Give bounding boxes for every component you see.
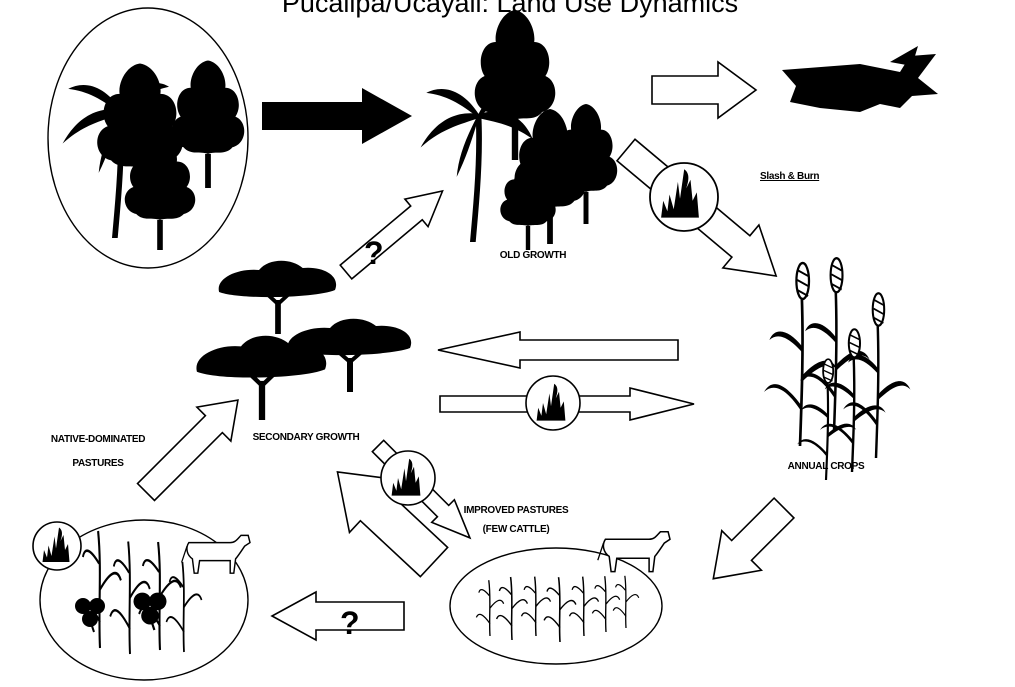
question-mark: ?	[340, 605, 360, 641]
fire-badge	[649, 162, 719, 232]
native-pastures-label-2: PASTURES	[72, 458, 124, 469]
secondary-growth-label: SECONDARY GROWTH	[253, 432, 360, 443]
improved-pastures-label-2: (FEW CATTLE)	[483, 524, 550, 535]
old-growth-node	[420, 10, 618, 250]
acacia-tree-icon	[216, 258, 339, 336]
question-mark: ?	[364, 235, 384, 271]
slash-burn-label: Slash & Burn	[760, 171, 819, 182]
secondary-growth-node	[196, 258, 414, 420]
fire-badge	[32, 521, 82, 571]
fire-badge	[380, 450, 436, 506]
annual-crops-label: ANNUAL CROPS	[788, 461, 865, 472]
native-pastures-node	[32, 519, 251, 681]
open-arrow-icon	[136, 399, 239, 502]
solid-arrow-icon	[262, 88, 412, 144]
annual-crops-node	[762, 256, 912, 482]
diagram-title: Pucallpa/Ucayali: Land Use Dynamics	[282, 0, 738, 18]
open-arrow-icon	[270, 590, 405, 642]
fire-badge	[525, 375, 581, 431]
native-pastures-label-1: NATIVE-DOMINATED	[51, 434, 145, 445]
logging-icon	[782, 46, 938, 112]
open-arrow-icon	[336, 471, 449, 578]
primary-forest-node	[47, 7, 249, 269]
open-arrow-icon	[437, 331, 679, 369]
old-growth-label: OLD GROWTH	[500, 250, 567, 261]
improved-pastures-node	[449, 530, 671, 665]
open-arrow-icon	[339, 189, 444, 281]
open-arrow-icon	[712, 496, 796, 580]
improved-pastures-label-1: IMPROVED PASTURES	[464, 505, 569, 516]
open-arrow-icon	[651, 60, 758, 120]
crop-icon	[762, 261, 840, 448]
